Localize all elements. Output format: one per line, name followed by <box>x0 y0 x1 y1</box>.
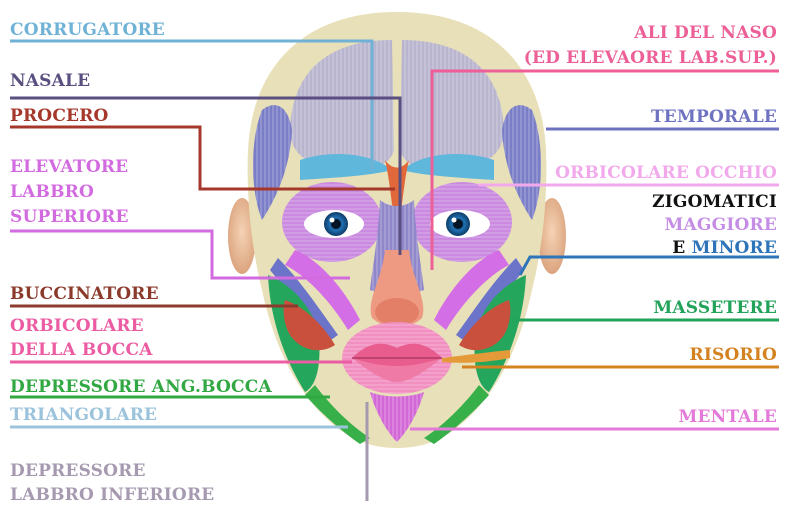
label-ali-naso-line2: (ED ELEVAORE LAB.SUP.) <box>524 47 777 69</box>
label-minore: MINORE <box>692 238 777 258</box>
label-procero: PROCERO <box>10 105 109 127</box>
label-corrugatore: CORRUGATORE <box>10 19 165 41</box>
label-depressore-ang-bocca: DEPRESSORE ANG.BOCCA <box>10 376 272 398</box>
label-orbicolare-bocca-line2: DELLA BOCCA <box>10 339 153 361</box>
label-orbicolare-occhio: ORBICOLARE OCCHIO <box>555 162 777 184</box>
label-elevatore-line1: ELEVATORE <box>10 156 128 178</box>
label-mentale: MENTALE <box>678 406 777 428</box>
label-e: E <box>672 238 685 258</box>
label-massetere: MASSETERE <box>653 297 777 319</box>
head-illustration <box>228 12 566 448</box>
label-temporale: TEMPORALE <box>651 106 777 128</box>
label-buccinatore: BUCCINATORE <box>10 283 159 305</box>
label-risorio: RISORIO <box>690 344 777 366</box>
label-zigomatici: ZIGOMATICI <box>652 191 777 213</box>
label-e-minore: E MINORE <box>672 237 777 259</box>
label-depressore-inf-line2: LABBRO INFERIORE <box>10 484 214 506</box>
label-depressore-inf-line1: DEPRESSORE <box>10 460 146 482</box>
label-elevatore-line2: LABBRO <box>10 181 94 203</box>
label-maggiore: MAGGIORE <box>665 214 778 236</box>
label-nasale: NASALE <box>10 70 90 92</box>
label-ali-naso-line1: ALI DEL NASO <box>634 22 777 44</box>
label-orbicolare-bocca-line1: ORBICOLARE <box>10 315 144 337</box>
label-triangolare: TRIANGOLARE <box>10 404 157 426</box>
label-elevatore-line3: SUPERIORE <box>10 206 129 228</box>
